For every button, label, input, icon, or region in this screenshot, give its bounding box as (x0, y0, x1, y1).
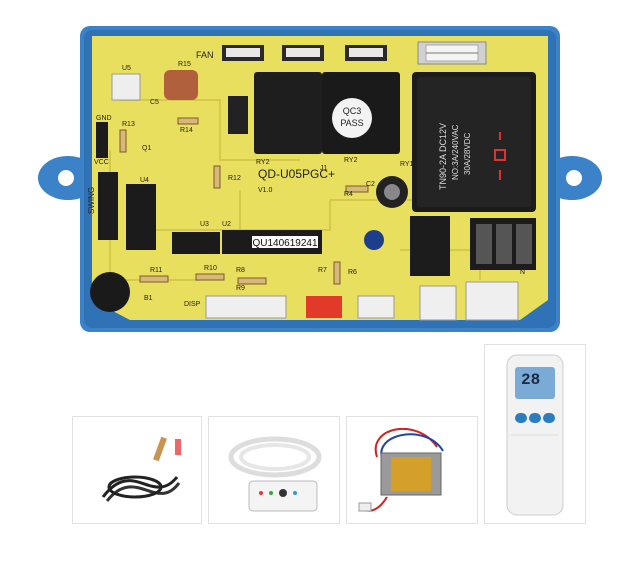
n-terminals (470, 218, 536, 270)
silk-swing: SWING (87, 187, 96, 214)
silk-r14: R14 (180, 127, 193, 134)
main-relay (412, 72, 536, 212)
silk-q1: Q1 (142, 145, 151, 152)
temperature-sensor-photo (72, 416, 202, 524)
display-panel-photo (208, 416, 340, 524)
silk-r7: R7 (318, 267, 327, 274)
silk-b1: B1 (144, 295, 153, 302)
bottom-connectors (205, 281, 519, 321)
silk-c2: C2 (366, 181, 375, 188)
silk-r8: R8 (236, 267, 245, 274)
silk-ry1: RY1 (400, 161, 414, 168)
silk-u2: U2 (222, 221, 231, 228)
silk-r4: R4 (344, 191, 353, 198)
silk-u4: U4 (140, 177, 149, 184)
silk-r12: R12 (228, 175, 241, 182)
silk-ry2b: RY2 (344, 157, 358, 164)
pin-headers (96, 122, 450, 276)
capacitor-small (364, 230, 384, 250)
silk-gnd: GND (96, 115, 112, 122)
top-connectors (222, 45, 387, 61)
fan-relays (254, 72, 400, 154)
qc-line-1: QC3 (343, 106, 362, 116)
remote-display-value: 28 (521, 371, 541, 389)
silk-fan: FAN (196, 50, 214, 60)
silk-ry2a: RY2 (256, 159, 270, 166)
silk-disp: DISP (184, 301, 201, 308)
transformer-photo (346, 416, 478, 524)
silk-j1: J1 (320, 165, 328, 172)
silk-r9: R9 (236, 285, 245, 292)
silk-r11: R11 (150, 267, 162, 274)
qc-line-2: PASS (340, 118, 363, 128)
regulator (228, 96, 248, 134)
capacitor-c5 (164, 70, 198, 100)
silk-c5: C5 (150, 99, 159, 106)
silk-r15: R15 (178, 61, 191, 68)
fuse (417, 41, 487, 65)
controller-board-photo: TN90-2A DC12V NO:3A/240VAC 30A/28VDC QC3… (38, 26, 602, 332)
board-model: QD-U05PGC+ (258, 167, 335, 181)
silk-vcc: VCC (94, 159, 109, 166)
silk-r6: R6 (348, 269, 357, 276)
serial-label: QU140619241 (252, 238, 317, 249)
silk-u3: U3 (200, 221, 209, 228)
buzzer (90, 272, 130, 312)
silk-r10: R10 (204, 265, 217, 272)
ic-chips (111, 73, 322, 254)
silk-u5: U5 (122, 65, 131, 72)
relay-text-2: NO:3A/240VAC (451, 124, 460, 180)
silk-r13: R13 (122, 121, 135, 128)
board-version: V1.0 (258, 187, 273, 194)
remote-control-photo: 28 (484, 344, 586, 524)
silk-n: N (520, 269, 525, 276)
relay-text-1: TN90-2A DC12V (438, 123, 448, 190)
resistors (119, 117, 369, 285)
relay-text-3: 30A/28VDC (463, 133, 472, 175)
